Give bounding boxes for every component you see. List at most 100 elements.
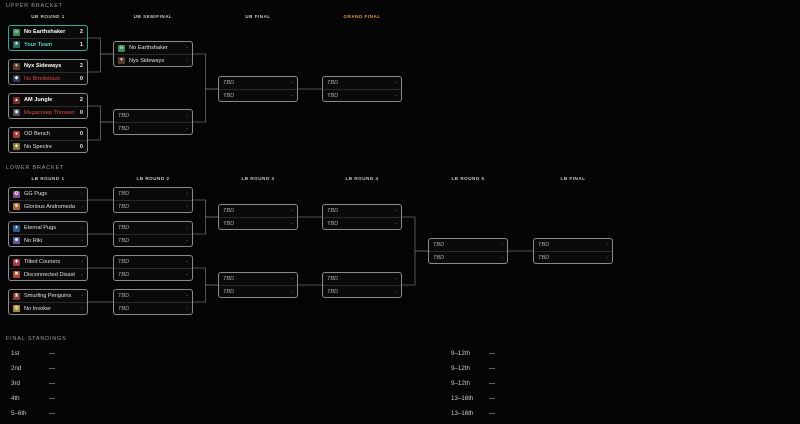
- match-card[interactable]: TBD-TBD-: [113, 255, 193, 281]
- team-slot[interactable]: TBD-: [114, 268, 192, 280]
- match-card[interactable]: TBD-TBD-: [218, 272, 298, 298]
- team-slot[interactable]: ✚Tilted Couriers-: [9, 256, 87, 268]
- round-header: LB ROUND 5: [451, 176, 485, 181]
- team-slot[interactable]: ♛Glorious Andromedas-: [9, 200, 87, 212]
- match-card[interactable]: TBD-TBD-: [218, 204, 298, 230]
- team-slot[interactable]: ✶Nyx Sideways-: [114, 54, 192, 66]
- team-score: -: [606, 242, 608, 248]
- team-slot[interactable]: TBD -: [114, 234, 192, 246]
- team-slot[interactable]: ◍No Invoker-: [9, 302, 87, 314]
- team-slot[interactable]: TBD-: [219, 273, 297, 285]
- match-card[interactable]: TBD-TBD-: [113, 221, 193, 247]
- team-name: TBD: [327, 208, 339, 214]
- team-score: 0: [79, 143, 83, 150]
- bracket-connector: [402, 250, 428, 286]
- team-slot[interactable]: TBD-: [323, 77, 401, 89]
- match-card[interactable]: TBD-TBD-: [533, 238, 613, 264]
- team-name: TBD: [118, 203, 130, 210]
- team-slot[interactable]: TBD-: [114, 256, 192, 268]
- bristleback-icon: ◆: [13, 75, 20, 82]
- match-card[interactable]: TBD-TBD-: [218, 76, 298, 102]
- round-header: LB FINAL: [560, 176, 586, 181]
- team-slot[interactable]: TBD-: [114, 122, 192, 134]
- team-slot[interactable]: TBD-: [219, 285, 297, 297]
- team-name: No Earthshaker: [129, 45, 168, 51]
- team-name: Smurfing Penguins: [24, 293, 72, 299]
- team-slot[interactable]: TBD-: [219, 217, 297, 229]
- team-name: TBD: [327, 288, 339, 295]
- team-slot[interactable]: ☠No Earthshaker-: [114, 42, 192, 54]
- team-slot[interactable]: ✖Disconnected Disasters-: [9, 268, 87, 280]
- team-name: TBD: [118, 305, 130, 312]
- team-slot[interactable]: ✦Eternal Pugs-: [9, 222, 87, 234]
- disaster-icon: ✖: [13, 271, 20, 278]
- match-card[interactable]: ✚Tilted Couriers-✖Disconnected Disasters…: [8, 255, 88, 281]
- team-slot[interactable]: TBD-: [323, 205, 401, 217]
- team-slot[interactable]: ♜Smurfing Penguins-: [9, 290, 87, 302]
- team-score: -: [81, 203, 83, 210]
- team-slot[interactable]: TBD-: [323, 217, 401, 229]
- team-score: -: [291, 220, 293, 227]
- match-card[interactable]: TBD-TBD-: [113, 109, 193, 135]
- team-slot[interactable]: TBD-: [534, 251, 612, 263]
- team-score: -: [186, 203, 188, 210]
- team-slot[interactable]: ✪GG Pugs-: [9, 188, 87, 200]
- team-name: Nyx Sideways: [129, 57, 165, 64]
- match-card[interactable]: TBD-TBD-: [113, 187, 193, 213]
- team-slot[interactable]: TBD-: [114, 188, 192, 200]
- team-slot[interactable]: TBD -: [114, 200, 192, 212]
- team-slot[interactable]: TBD-: [323, 273, 401, 285]
- team-name: TBD: [118, 259, 130, 265]
- team-slot[interactable]: TBD-: [114, 290, 192, 302]
- match-card[interactable]: TBD-TBD-: [322, 76, 402, 102]
- match-card[interactable]: TBD-TBD-: [113, 289, 193, 315]
- team-name: TBD: [538, 254, 550, 261]
- standing-row: 13–16th—: [451, 410, 571, 417]
- team-score: -: [395, 276, 397, 282]
- team-slot[interactable]: TBD-: [114, 110, 192, 122]
- team-score: -: [81, 237, 83, 244]
- team-score: -: [81, 191, 83, 197]
- team-name: TBD: [118, 237, 130, 244]
- match-card[interactable]: ✪GG Pugs-♛Glorious Andromedas-: [8, 187, 88, 213]
- team-slot[interactable]: TBD-: [219, 205, 297, 217]
- team-score: -: [186, 237, 188, 244]
- team-slot[interactable]: TBD-: [429, 251, 507, 263]
- team-name: TBD: [433, 254, 445, 261]
- team-slot[interactable]: TBD-: [534, 239, 612, 251]
- team-score: 0: [79, 109, 83, 116]
- team-slot[interactable]: TBD-: [114, 302, 192, 314]
- match-card[interactable]: TBD-TBD-: [322, 204, 402, 230]
- match-card[interactable]: TBD-TBD-: [428, 238, 508, 264]
- standing-place: 3rd: [11, 380, 20, 387]
- team-slot[interactable]: TBD-: [429, 239, 507, 251]
- match-card[interactable]: ✦Eternal Pugs-☻No Riki-: [8, 221, 88, 247]
- standing-row: 9–12th—: [451, 365, 571, 372]
- team-slot[interactable]: TBD-: [323, 89, 401, 101]
- match-card[interactable]: ♜Smurfing Penguins-◍No Invoker-: [8, 289, 88, 315]
- team-score: -: [186, 191, 188, 197]
- megacreep-icon: ◉: [13, 109, 20, 116]
- team-slot[interactable]: TBD-: [219, 89, 297, 101]
- team-name: Your Team: [24, 41, 53, 48]
- standing-row: 9–12th—: [451, 380, 571, 387]
- team-slot[interactable]: TBD-: [219, 77, 297, 89]
- riki-icon: ☻: [13, 237, 20, 244]
- team-slot[interactable]: ☻No Riki-: [9, 234, 87, 246]
- team-slot[interactable]: TBD-: [114, 222, 192, 234]
- team-slot[interactable]: TBD-: [323, 285, 401, 297]
- match-card[interactable]: TBD-TBD-: [322, 272, 402, 298]
- match-card[interactable]: ☠No Earthshaker-✶Nyx Sideways-: [113, 41, 193, 67]
